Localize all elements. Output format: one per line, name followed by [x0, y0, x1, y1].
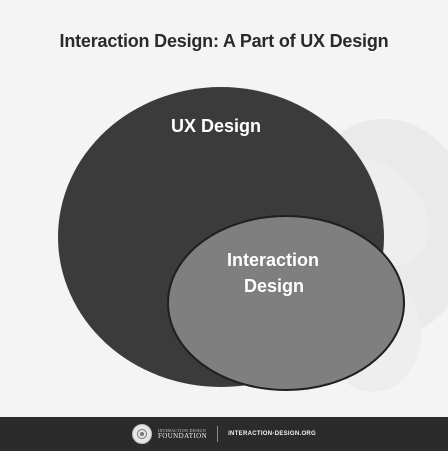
footer-divider [217, 426, 219, 442]
footer-site: INTERACTION-DESIGN.ORG [228, 431, 317, 437]
footer-bar: INTERACTION DESIGN FOUNDATION INTERACTIO… [0, 417, 448, 451]
ux-design-label: UX Design [171, 116, 261, 136]
foundation-logo-text: INTERACTION DESIGN FOUNDATION [157, 427, 208, 440]
page-title: Interaction Design: A Part of UX Design [59, 31, 389, 51]
interaction-design-label-line-2: Design [244, 276, 304, 296]
interaction-design-ellipse [167, 215, 405, 391]
foundation-logo-icon [131, 424, 152, 444]
foundation-logo-bottom: FOUNDATION [157, 431, 208, 440]
foundation-logo: INTERACTION DESIGN FOUNDATION [131, 424, 208, 444]
interaction-design-label-line-1: Interaction [227, 250, 319, 270]
foundation-logo-top: INTERACTION DESIGN [157, 427, 206, 433]
